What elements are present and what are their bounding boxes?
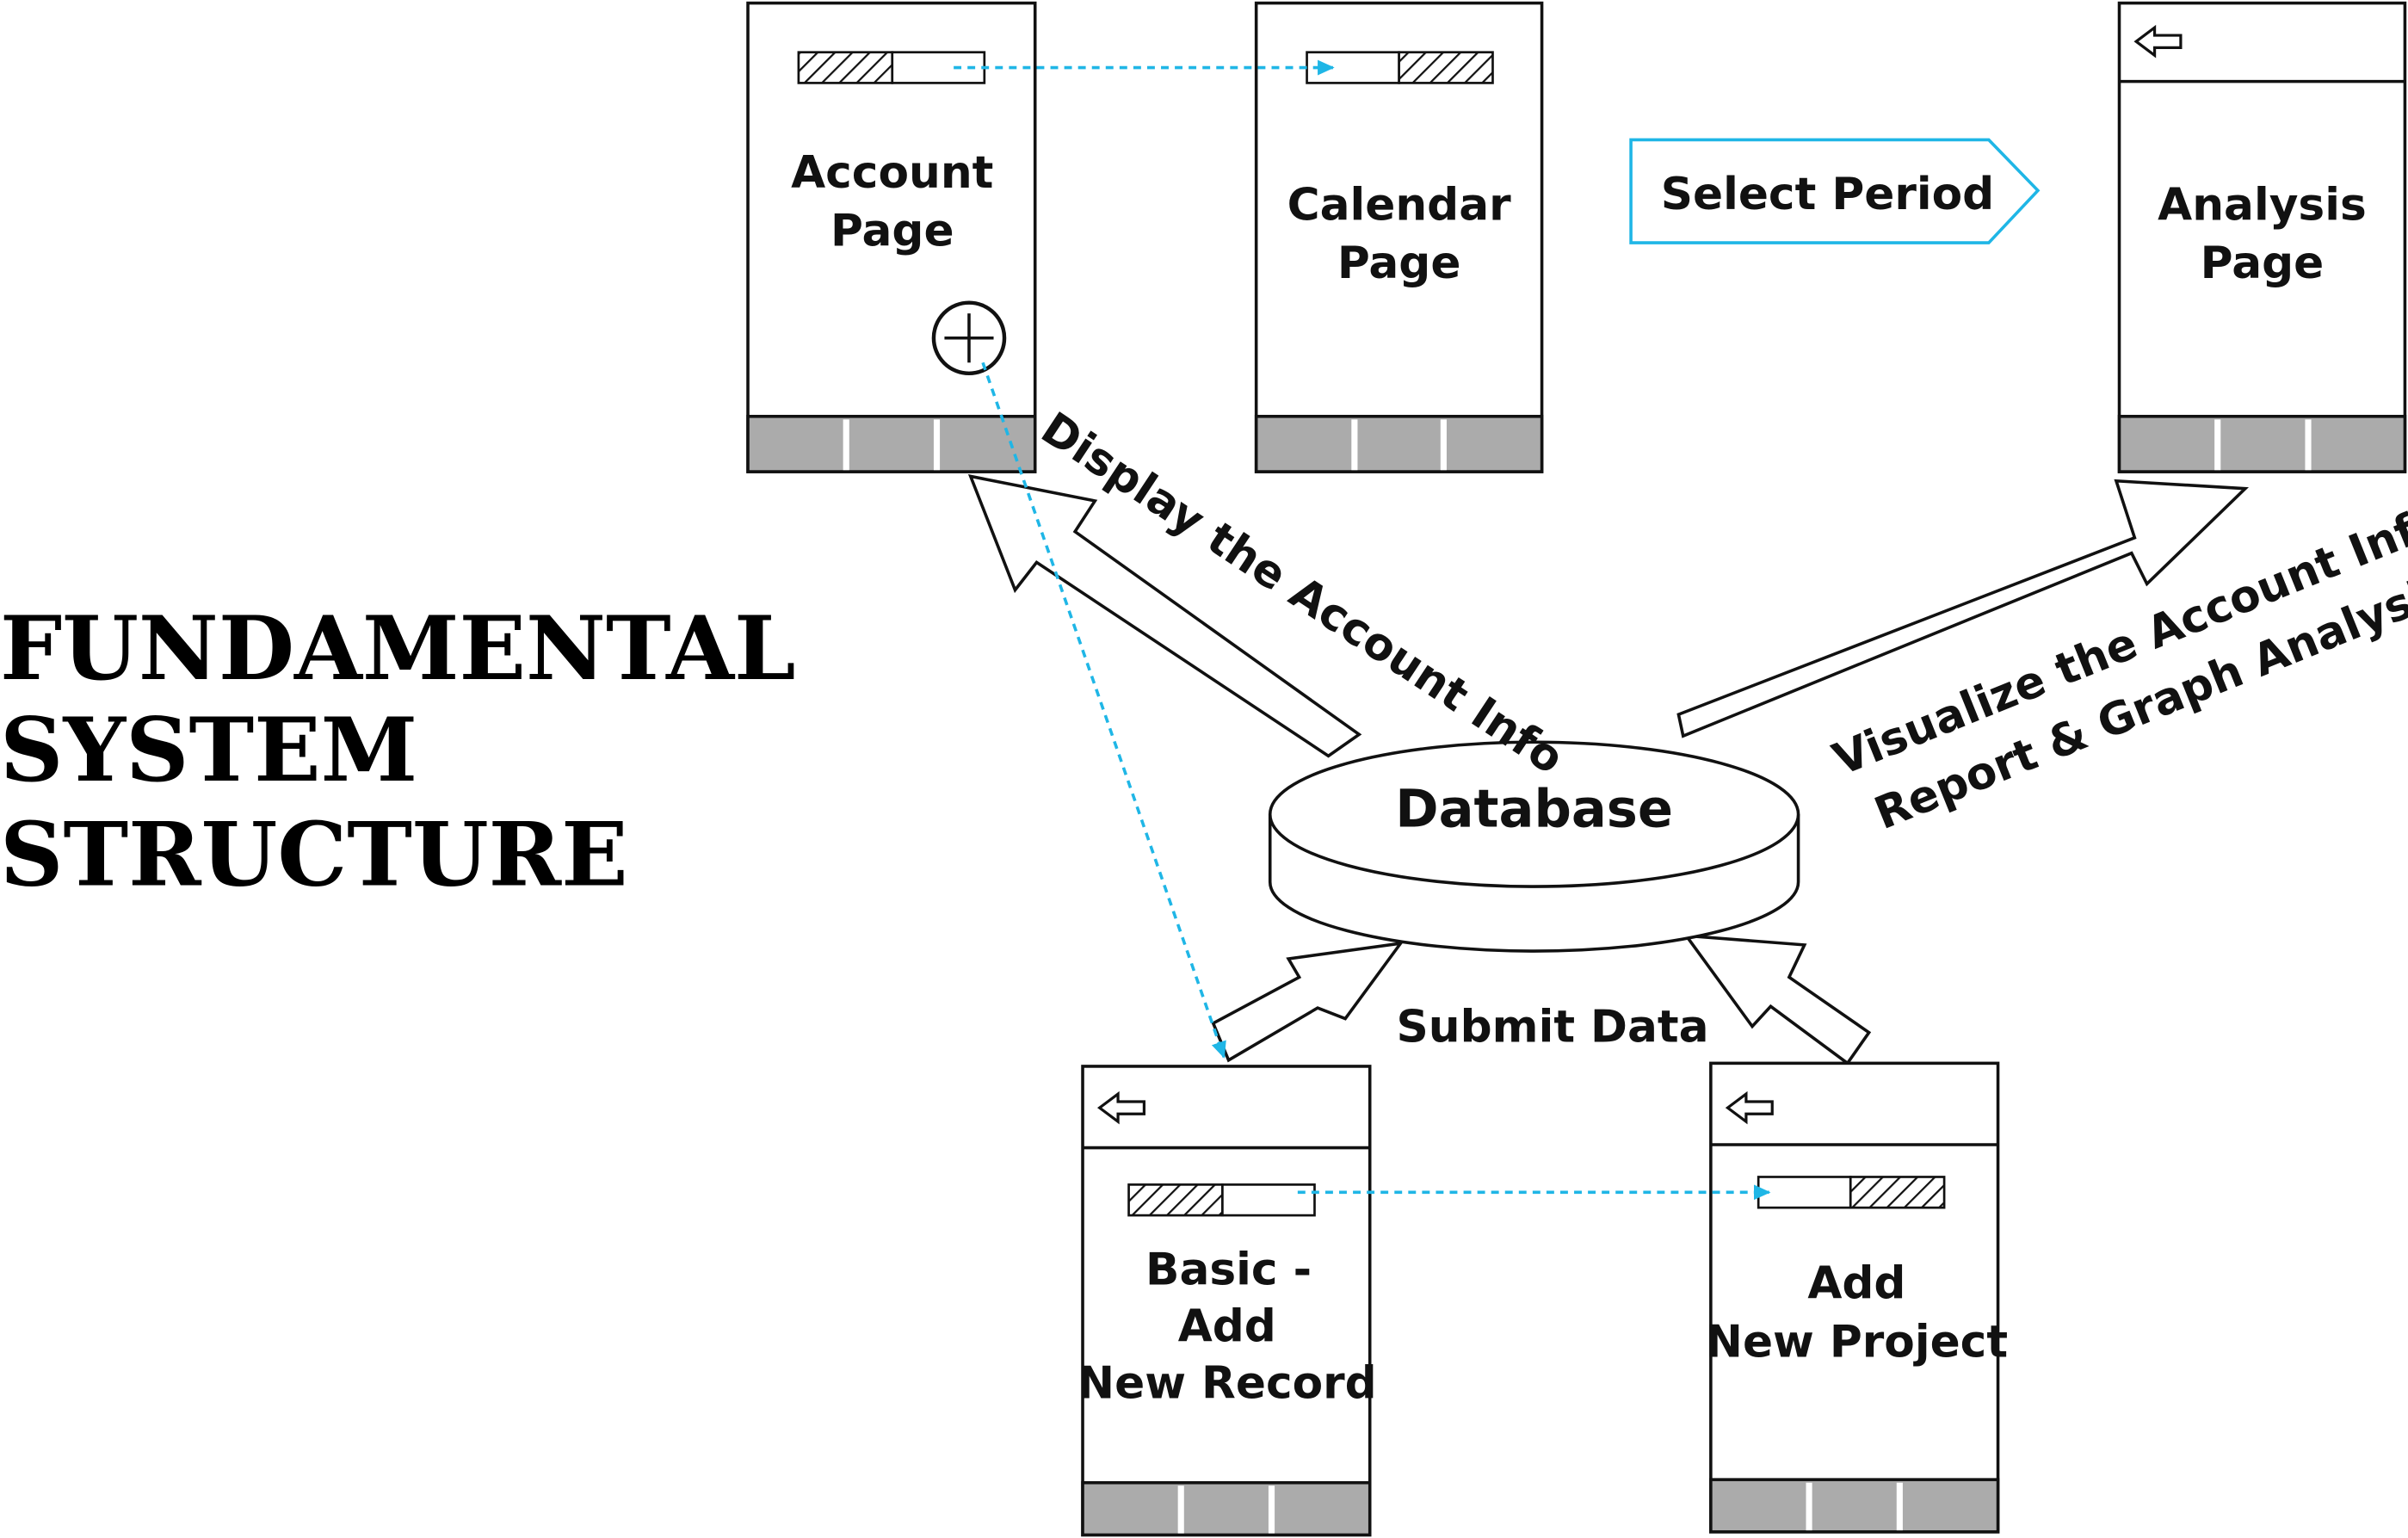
- display-account-arrow: [967, 474, 1362, 758]
- analysis-nav-bar[interactable]: [2117, 415, 2407, 473]
- calendar-page-screen: Calendar Page: [1254, 1, 1544, 473]
- basic-add-label-line-2: Add: [1178, 1300, 1276, 1352]
- add-project-tab-active: [1849, 1176, 1946, 1209]
- add-record-connector: [981, 361, 1226, 1059]
- title-line-2: SYSTEM: [0, 698, 417, 801]
- account-nav-bar[interactable]: [746, 415, 1037, 473]
- select-period-label: Select Period: [1661, 169, 1994, 220]
- account-page-label-line-2: Page: [830, 206, 954, 257]
- submit-right-arrow: [1683, 934, 1872, 1065]
- back-arrow-icon[interactable]: [2133, 24, 2183, 59]
- add-project-label-line-1: Add: [1807, 1257, 1905, 1309]
- diagram-title: FUNDAMENTAL SYSTEM STRUCTURE: [0, 596, 796, 905]
- back-arrow-icon[interactable]: [1096, 1090, 1146, 1125]
- calendar-tab-inactive: [1306, 51, 1400, 84]
- add-project-screen: Add New Project: [1706, 1061, 2008, 1534]
- database-cylinder-top: [1268, 740, 1800, 888]
- calendar-tab-active: [1398, 51, 1494, 84]
- basic-add-tab-active: [1127, 1183, 1224, 1217]
- basic-add-label-line-1: Basic -: [1145, 1244, 1312, 1295]
- analysis-page-screen: Analysis Page: [2117, 1, 2407, 473]
- add-project-tab-inactive: [1757, 1176, 1852, 1209]
- title-line-3: STRUCTURE: [0, 802, 628, 905]
- visualize-arrow: [1676, 479, 2250, 738]
- basic-add-tab-inactive: [1221, 1183, 1316, 1217]
- submit-left-arrow: [1211, 941, 1405, 1063]
- calendar-page-label-line-1: Calendar: [1287, 179, 1511, 231]
- title-line-1: FUNDAMENTAL: [0, 596, 796, 700]
- add-project-nav-bar[interactable]: [1709, 1478, 2000, 1534]
- account-tab-active: [797, 51, 894, 84]
- analysis-page-label-line-2: Page: [2201, 238, 2325, 289]
- add-project-label-line-2: New Project: [1706, 1316, 2008, 1368]
- add-plus-icon[interactable]: [931, 300, 1007, 376]
- basic-add-record-screen: Basic - Add New Record: [1077, 1065, 1377, 1537]
- basic-add-nav-bar[interactable]: [1081, 1480, 1372, 1537]
- database: Database: [1268, 740, 1800, 953]
- add-project-frame: [1709, 1061, 2000, 1534]
- analysis-page-label-line-1: Analysis: [2158, 179, 2367, 231]
- calendar-nav-bar[interactable]: [1254, 415, 1544, 473]
- calendar-page-label-line-2: Page: [1337, 238, 1461, 289]
- submit-data-label: Submit Data: [1397, 1001, 1709, 1053]
- select-period-flow: Select Period: [1629, 138, 2041, 244]
- select-period-arrow-shape: [1629, 138, 2041, 244]
- database-label: Database: [1395, 779, 1673, 839]
- basic-add-label-line-3: New Record: [1077, 1358, 1377, 1410]
- back-arrow-icon[interactable]: [1725, 1090, 1774, 1125]
- account-page-label-line-1: Account: [791, 147, 993, 199]
- account-page-screen: Account Page: [746, 1, 1037, 473]
